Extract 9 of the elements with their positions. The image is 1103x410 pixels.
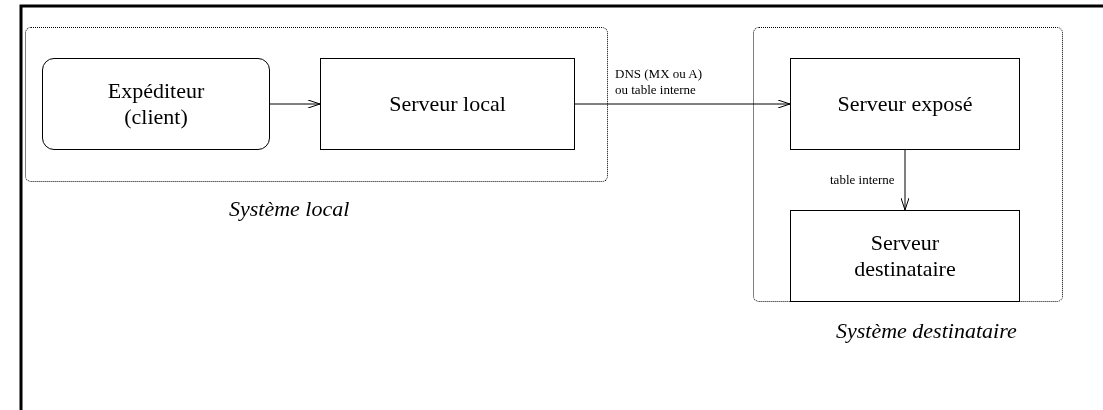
arrow (269, 99, 321, 109)
group-title: Système local (229, 196, 350, 222)
arrow (574, 99, 791, 109)
rounded-process-box: Expéditeur (client) (42, 58, 270, 150)
group-title: Système destinataire (836, 318, 1017, 344)
process-box: Serveur local (320, 58, 575, 150)
process-box: Serveur exposé (790, 58, 1020, 150)
arrow (900, 149, 910, 211)
process-box: Serveur destinataire (790, 210, 1020, 302)
